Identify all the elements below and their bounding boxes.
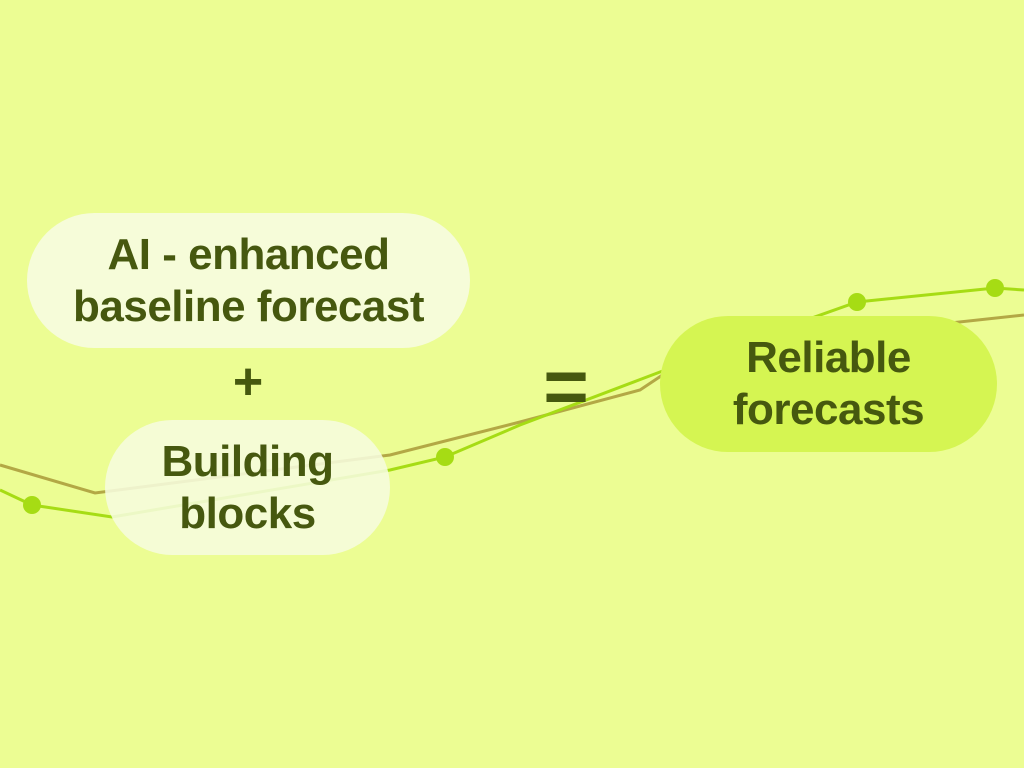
reliable-forecasts-pill: Reliable forecasts bbox=[660, 316, 997, 452]
forecast-trend-line bbox=[0, 286, 1024, 519]
data-point bbox=[986, 279, 1004, 297]
equals-sign: = bbox=[543, 342, 589, 430]
building-blocks-label: Building blocks bbox=[161, 436, 334, 538]
building-blocks-pill: Building blocks bbox=[105, 420, 390, 555]
data-point bbox=[848, 293, 866, 311]
data-point bbox=[23, 496, 41, 514]
data-point bbox=[436, 448, 454, 466]
plus-sign: + bbox=[232, 353, 264, 411]
ai-baseline-forecast-label: AI - enhanced baseline forecast bbox=[73, 229, 425, 331]
ai-baseline-forecast-pill: AI - enhanced baseline forecast bbox=[27, 213, 470, 348]
reliable-forecasts-label: Reliable forecasts bbox=[732, 333, 925, 434]
